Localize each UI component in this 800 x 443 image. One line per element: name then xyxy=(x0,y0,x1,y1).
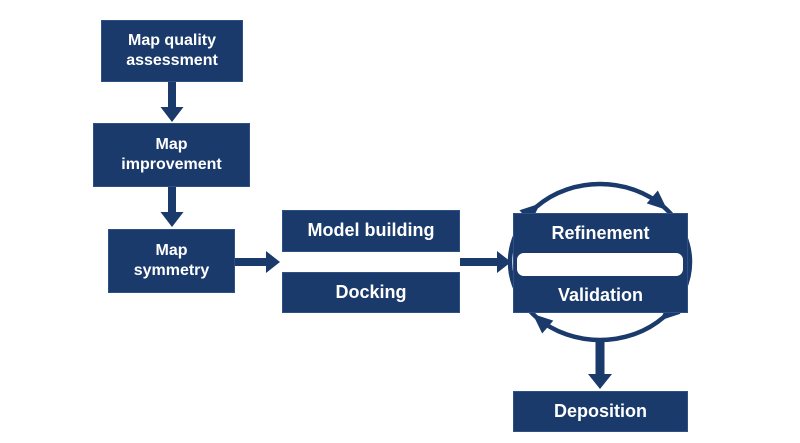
node-label-line: Map xyxy=(155,135,188,153)
node-deposition: Deposition xyxy=(513,391,688,432)
arrow-assessment-to-improvement xyxy=(160,82,184,122)
node-model-building: Model building xyxy=(282,210,460,252)
node-validation: Validation xyxy=(514,276,687,314)
node-refinement-validation: Refinement Validation xyxy=(513,213,688,313)
node-label-line: symmetry xyxy=(133,262,210,279)
arrow-building-docking-to-cycle xyxy=(460,251,511,273)
node-label-line: Docking xyxy=(335,281,407,302)
node-label-line: Validation xyxy=(557,284,644,305)
node-docking: Docking xyxy=(282,272,460,313)
node-refinement: Refinement xyxy=(514,214,687,253)
cycle-arrowhead-top-right-icon xyxy=(646,190,668,211)
node-label-line: Map quality xyxy=(127,31,216,49)
node-map-symmetry: Map symmetry xyxy=(108,229,235,293)
node-label-line: Map xyxy=(155,241,188,259)
node-label-line: assessment xyxy=(126,52,218,69)
arrow-improvement-to-symmetry xyxy=(160,187,184,227)
node-label-line: Refinement xyxy=(551,223,650,243)
arrow-cycle-to-deposition xyxy=(588,338,612,389)
node-label-line: improvement xyxy=(121,156,222,173)
node-label-line: Model building xyxy=(307,220,435,241)
arrow-symmetry-to-building-docking xyxy=(235,251,280,273)
node-label-line: Deposition xyxy=(554,400,647,421)
node-map-improvement: Map improvement xyxy=(93,123,250,187)
node-map-quality-assessment: Map quality assessment xyxy=(101,20,243,82)
cycle-arrowhead-bottom-left-icon xyxy=(532,313,554,334)
refinement-validation-divider xyxy=(517,253,683,276)
